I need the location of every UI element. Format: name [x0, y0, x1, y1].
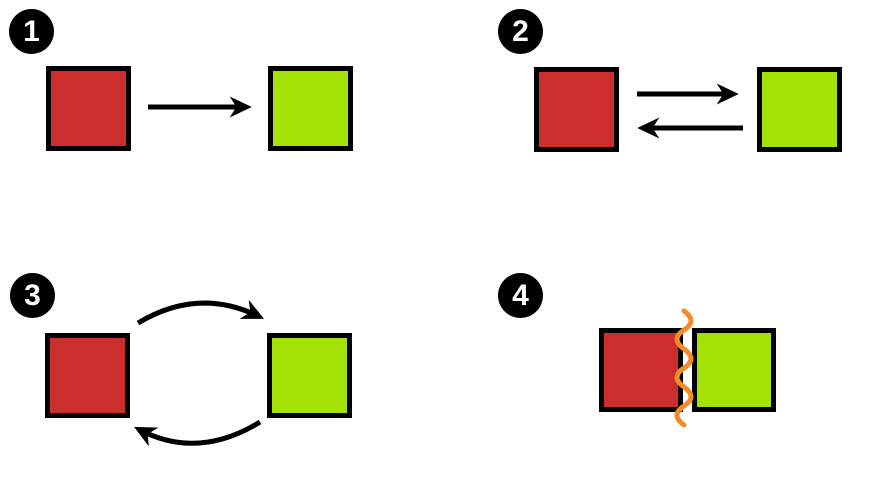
arrow-right-icon	[637, 83, 739, 105]
panel-2-green-square	[757, 67, 842, 152]
arrow-right-icon	[148, 96, 252, 118]
panel-4-badge: 4	[498, 273, 543, 318]
wavy-line-icon	[674, 308, 694, 428]
panel-2-red-square	[534, 67, 619, 152]
cycle-bottom-arrow-icon	[134, 419, 262, 447]
panel-1-green-square	[268, 66, 353, 151]
panel-3-green-square	[267, 333, 352, 418]
panel-3-badge: 3	[10, 273, 55, 318]
arrow-left-icon	[637, 117, 743, 139]
panel-3-red-square	[45, 333, 130, 418]
panel-4-green-square	[692, 328, 776, 412]
panel-2-badge: 2	[498, 9, 543, 54]
panel-4-red-square	[599, 328, 683, 412]
cycle-top-arrow-icon	[136, 299, 265, 326]
panel-1-badge: 1	[9, 9, 54, 54]
panel-1-red-square	[46, 66, 131, 151]
